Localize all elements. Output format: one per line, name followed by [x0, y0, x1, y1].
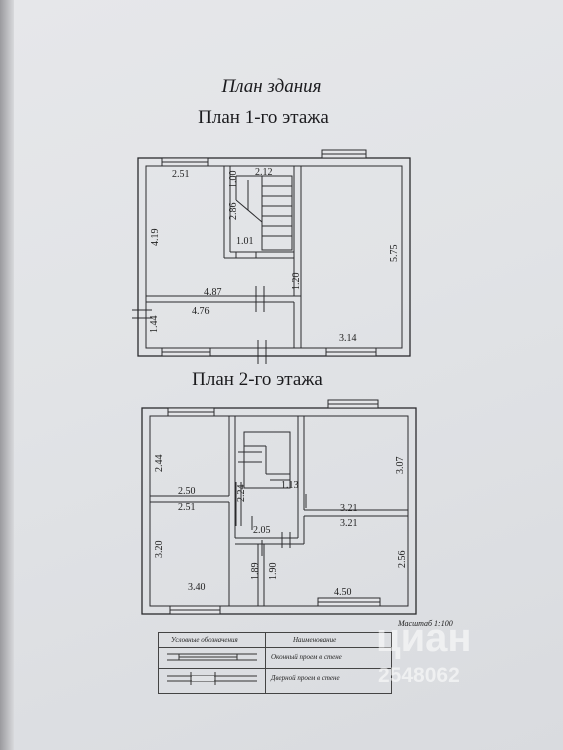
door-symbol-icon [167, 672, 257, 685]
dim-label: 4.19 [150, 229, 161, 247]
floor1-title: План 1-го этажа [198, 107, 329, 128]
dim-label: 2.56 [397, 551, 408, 569]
dim-label: 2.44 [154, 455, 165, 473]
floor2-plan [141, 399, 417, 615]
dim-label: 5.75 [389, 245, 400, 263]
legend-door-text: Дверной проем в стене [271, 674, 340, 682]
legend-header-name: Наименование [293, 636, 337, 644]
dim-label: 3.21 [340, 503, 358, 514]
page-edge [0, 0, 14, 750]
dim-label: 2.12 [255, 167, 273, 178]
dim-label: 4.87 [204, 287, 222, 298]
dim-label: 2.05 [253, 525, 271, 536]
dim-label: 3.20 [154, 541, 165, 559]
scale-label: Масштаб 1:100 [398, 619, 453, 628]
dim-label: 3.40 [188, 582, 206, 593]
window-symbol-icon [167, 653, 257, 661]
dim-label: 2.86 [228, 203, 239, 221]
dim-label: 1.01 [236, 236, 254, 247]
floor2-title: План 2-го этажа [192, 369, 323, 390]
dim-label: 1.90 [268, 563, 279, 581]
dim-label: 1.44 [149, 316, 160, 334]
legend-table: Условные обозначения Наименование Оконны… [158, 632, 392, 694]
dim-label: 3.21 [340, 518, 358, 529]
legend-row-door: Дверной проем в стене [159, 668, 391, 688]
dim-label: 2.51 [172, 169, 190, 180]
dim-label: 2.50 [178, 486, 196, 497]
dim-label: 1.20 [291, 273, 302, 291]
legend-row-window: Оконный проем в стене [159, 647, 391, 667]
dim-label: 4.50 [334, 587, 352, 598]
legend-window-text: Оконный проем в стене [271, 653, 342, 661]
watermark-id: 2548062 [378, 664, 460, 687]
floor1-plan [132, 149, 411, 364]
dim-label: 3.07 [395, 457, 406, 475]
floor2-dimensions: 2.44 3.07 2.50 2.24 1.13 3.21 2.51 2.05 … [154, 455, 408, 599]
legend-header-symbols: Условные обозначения [171, 636, 238, 644]
dim-label: 2.51 [178, 502, 196, 513]
dim-label: 3.14 [339, 333, 357, 344]
floor1-dimensions: 2.51 2.12 1.00 2.86 4.19 1.01 1.20 5.75 … [149, 167, 400, 344]
dim-label: 2.24 [236, 485, 247, 503]
dim-label: 1.89 [250, 563, 261, 581]
dim-label: 4.76 [192, 306, 210, 317]
dim-label: 1.13 [281, 480, 299, 491]
legend-divider [265, 633, 266, 693]
building-plan-title: План здания [221, 76, 322, 97]
dim-label: 1.00 [228, 171, 239, 189]
watermark-logo: циан [376, 616, 472, 660]
